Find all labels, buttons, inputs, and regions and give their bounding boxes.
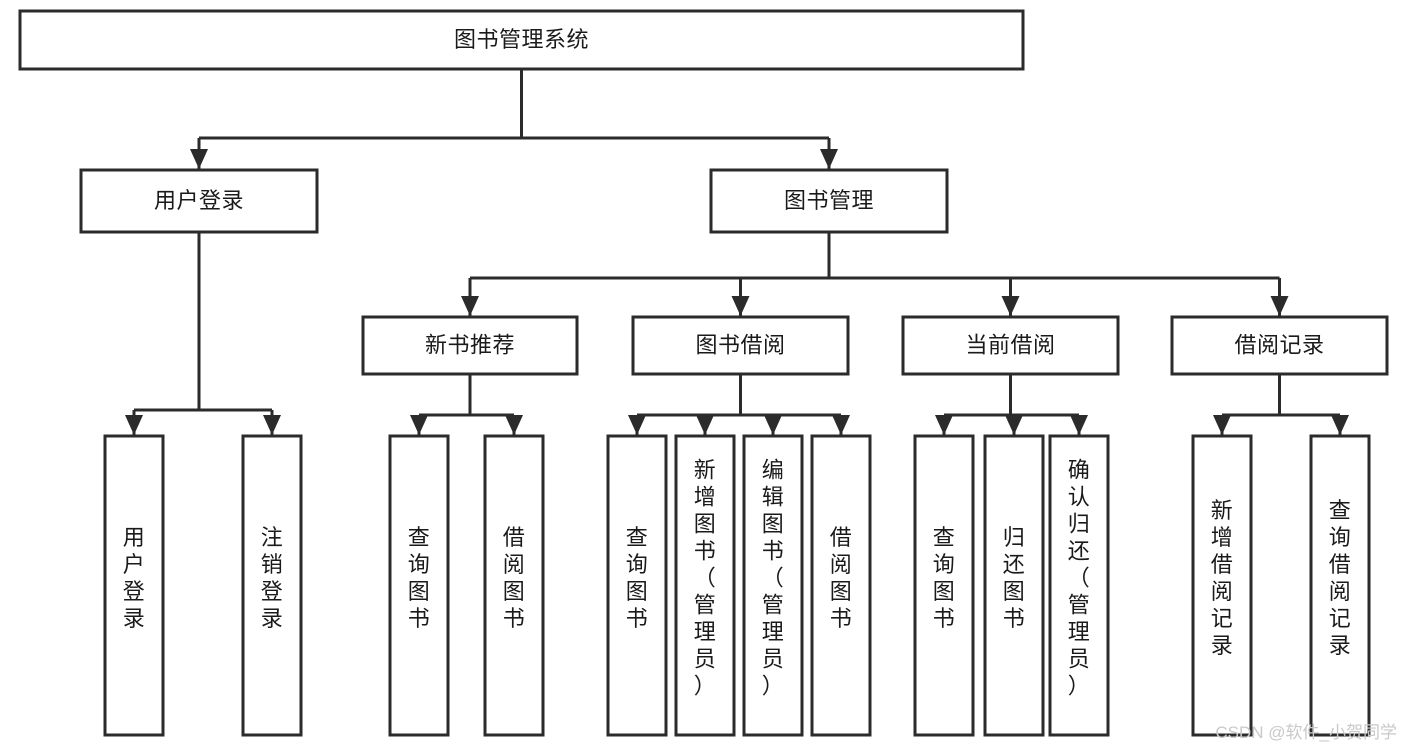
node-label-borrow-book-1: 借阅图书 xyxy=(503,525,526,631)
arrow-head-icon xyxy=(125,415,143,435)
arrow-head-icon xyxy=(820,149,838,169)
node-new-book-recommend[interactable]: 新书推荐 xyxy=(361,315,579,376)
node-confirm-return-admin[interactable]: 确认归还（管理员） xyxy=(1048,434,1110,737)
node-box-query-borrow-record xyxy=(1309,434,1371,737)
arrow-head-icon xyxy=(1331,415,1349,435)
node-box-add-book-admin xyxy=(674,434,736,737)
node-label-book-borrow: 图书借阅 xyxy=(695,332,785,357)
node-label-add-book-admin: 新增图书（管理员） xyxy=(694,458,717,699)
node-box-book-management xyxy=(709,168,949,234)
node-box-root xyxy=(18,9,1025,71)
arrow-head-icon xyxy=(832,415,850,435)
node-user-login-do[interactable]: 用户登录 xyxy=(103,434,165,737)
node-box-query-book-2 xyxy=(606,434,668,737)
node-label-add-borrow-record: 新增借阅记录 xyxy=(1211,498,1234,658)
node-label-new-book-recommend: 新书推荐 xyxy=(425,332,515,357)
node-box-user-login-do xyxy=(103,434,165,737)
node-add-borrow-record[interactable]: 新增借阅记录 xyxy=(1191,434,1253,737)
node-layer: 图书管理系统用户登录用户登录注销登录图书管理新书推荐查询图书借阅图书图书借阅查询… xyxy=(18,9,1389,737)
node-query-book-2[interactable]: 查询图书 xyxy=(606,434,668,737)
node-query-book-3[interactable]: 查询图书 xyxy=(913,434,975,737)
arrow-head-icon xyxy=(263,415,281,435)
node-label-query-borrow-record: 查询借阅记录 xyxy=(1329,498,1352,658)
arrow-head-icon xyxy=(1270,296,1289,316)
node-label-query-book-1: 查询图书 xyxy=(408,525,431,631)
node-book-management[interactable]: 图书管理 xyxy=(709,168,949,234)
node-label-book-management: 图书管理 xyxy=(784,188,874,213)
node-edit-book-admin[interactable]: 编辑图书（管理员） xyxy=(742,434,804,737)
node-label-edit-book-admin: 编辑图书（管理员） xyxy=(762,458,785,699)
node-box-borrow-book-2 xyxy=(810,434,872,737)
node-box-book-borrow xyxy=(631,315,850,376)
node-box-query-book-3 xyxy=(913,434,975,737)
node-box-edit-book-admin xyxy=(742,434,804,737)
arrow-head-icon xyxy=(1070,415,1088,435)
node-book-borrow[interactable]: 图书借阅 xyxy=(631,315,850,376)
node-box-new-book-recommend xyxy=(361,315,579,376)
node-user-logout[interactable]: 注销登录 xyxy=(241,434,303,737)
arrow-head-icon xyxy=(731,296,750,316)
connector-layer xyxy=(125,69,1349,435)
node-label-root: 图书管理系统 xyxy=(454,27,589,52)
node-return-book[interactable]: 归还图书 xyxy=(983,434,1045,737)
node-label-current-borrow: 当前借阅 xyxy=(965,332,1055,357)
node-query-borrow-record[interactable]: 查询借阅记录 xyxy=(1309,434,1371,737)
node-label-confirm-return-admin: 确认归还（管理员） xyxy=(1068,458,1091,699)
node-label-return-book: 归还图书 xyxy=(1003,525,1026,631)
node-box-current-borrow xyxy=(901,315,1120,376)
arrow-head-icon xyxy=(410,415,428,435)
node-borrow-book-2[interactable]: 借阅图书 xyxy=(810,434,872,737)
node-borrow-book-1[interactable]: 借阅图书 xyxy=(483,434,545,737)
node-box-confirm-return-admin xyxy=(1048,434,1110,737)
node-label-user-logout: 注销登录 xyxy=(261,525,284,631)
node-user-login[interactable]: 用户登录 xyxy=(79,168,319,234)
arrow-head-icon xyxy=(505,415,523,435)
node-current-borrow[interactable]: 当前借阅 xyxy=(901,315,1120,376)
arrow-head-icon xyxy=(461,296,479,316)
node-label-borrow-book-2: 借阅图书 xyxy=(830,525,853,631)
node-borrow-record[interactable]: 借阅记录 xyxy=(1170,315,1389,376)
node-label-user-login-do: 用户登录 xyxy=(123,525,146,631)
arrow-head-icon xyxy=(1213,415,1231,435)
arrow-head-icon xyxy=(1005,415,1023,435)
arrow-head-icon xyxy=(1001,296,1020,316)
node-add-book-admin[interactable]: 新增图书（管理员） xyxy=(674,434,736,737)
arrow-head-icon xyxy=(190,149,208,169)
node-box-return-book xyxy=(983,434,1045,737)
node-root[interactable]: 图书管理系统 xyxy=(18,9,1025,71)
node-label-user-login: 用户登录 xyxy=(154,188,244,213)
node-box-add-borrow-record xyxy=(1191,434,1253,737)
node-query-book-1[interactable]: 查询图书 xyxy=(388,434,450,737)
arrow-head-icon xyxy=(696,415,714,435)
arrow-head-icon xyxy=(764,415,782,435)
node-box-borrow-record xyxy=(1170,315,1389,376)
node-box-user-login xyxy=(79,168,319,234)
node-box-user-logout xyxy=(241,434,303,737)
node-box-borrow-book-1 xyxy=(483,434,545,737)
arrow-head-icon xyxy=(628,415,646,435)
arrow-head-icon xyxy=(935,415,953,435)
node-label-query-book-3: 查询图书 xyxy=(933,525,956,631)
node-label-borrow-record: 借阅记录 xyxy=(1234,332,1324,357)
node-label-query-book-2: 查询图书 xyxy=(626,525,649,631)
node-box-query-book-1 xyxy=(388,434,450,737)
